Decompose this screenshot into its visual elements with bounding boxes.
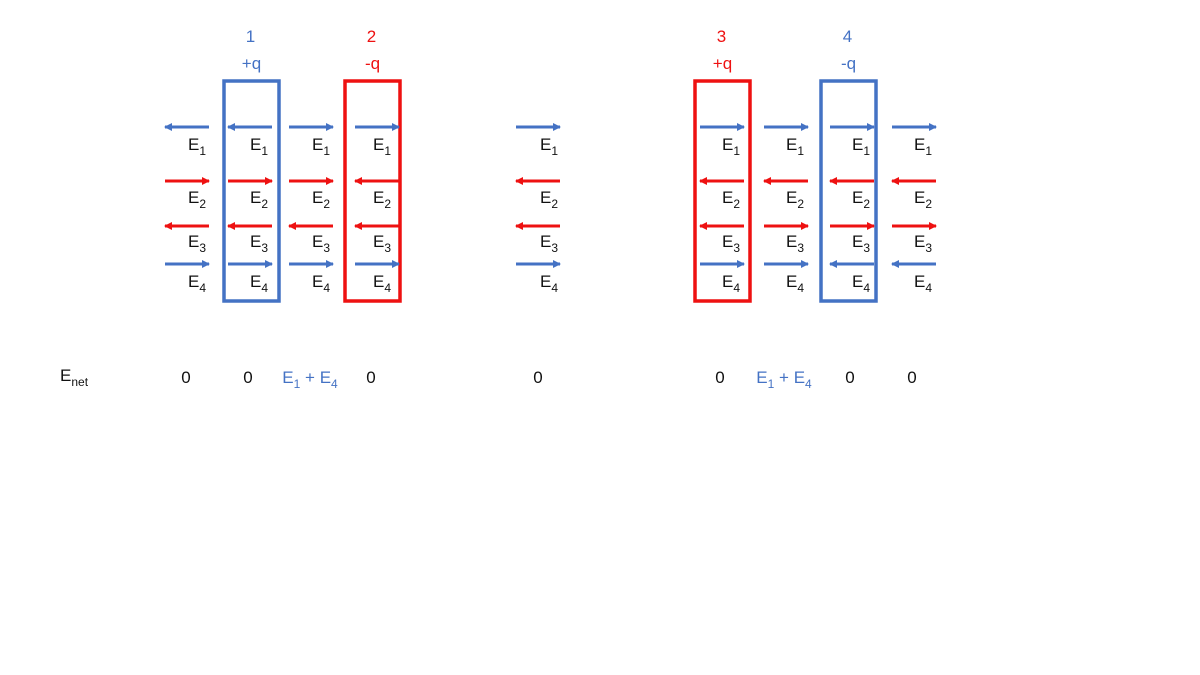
label-region3-e3: E3 bbox=[312, 232, 330, 255]
label-region1-e4: E4 bbox=[188, 272, 206, 295]
label-region8-e3: E3 bbox=[852, 232, 870, 255]
plate-1-rect bbox=[222, 79, 281, 303]
label-region4-e4: E4 bbox=[373, 272, 391, 295]
label-region8-e2: E2 bbox=[852, 188, 870, 211]
label-region3-e1: E1 bbox=[312, 135, 330, 158]
label-region7-e1: E1 bbox=[786, 135, 804, 158]
plate-3: 3 +q bbox=[693, 27, 752, 303]
plate-1-charge: +q bbox=[242, 54, 261, 73]
label-region1-e1: E1 bbox=[188, 135, 206, 158]
plate-3-charge: +q bbox=[713, 54, 732, 73]
net-value-region7: E1 + E4 bbox=[756, 368, 812, 391]
label-region1-e3: E3 bbox=[188, 232, 206, 255]
net-value-region6: 0 bbox=[715, 368, 724, 387]
label-region7-e4: E4 bbox=[786, 272, 804, 295]
field-arrows bbox=[164, 123, 937, 268]
label-region4-e1: E1 bbox=[373, 135, 391, 158]
label-region9-e2: E2 bbox=[914, 188, 932, 211]
plates: 1 +q 2 -q 3 +q 4 -q bbox=[222, 27, 878, 303]
net-value-region2: 0 bbox=[243, 368, 252, 387]
label-region6-e4: E4 bbox=[722, 272, 740, 295]
plate-1: 1 +q bbox=[222, 27, 281, 303]
net-value-region3: E1 + E4 bbox=[282, 368, 338, 391]
plate-2-charge: -q bbox=[365, 54, 380, 73]
label-region4-e2: E2 bbox=[373, 188, 391, 211]
plate-4: 4 -q bbox=[819, 27, 878, 303]
label-region8-e1: E1 bbox=[852, 135, 870, 158]
plate-3-number: 3 bbox=[717, 27, 726, 46]
label-region9-e3: E3 bbox=[914, 232, 932, 255]
plate-4-rect bbox=[819, 79, 878, 303]
net-value-region1: 0 bbox=[181, 368, 190, 387]
label-region5-e4: E4 bbox=[540, 272, 558, 295]
net-row-label: Enet bbox=[60, 366, 89, 389]
net-value-region9: 0 bbox=[907, 368, 916, 387]
plate-2: 2 -q bbox=[343, 27, 402, 303]
label-region7-e2: E2 bbox=[786, 188, 804, 211]
label-region1-e2: E2 bbox=[188, 188, 206, 211]
label-region2-e1: E1 bbox=[250, 135, 268, 158]
net-value-region8: 0 bbox=[845, 368, 854, 387]
label-region5-e2: E2 bbox=[540, 188, 558, 211]
label-region5-e1: E1 bbox=[540, 135, 558, 158]
net-value-region5: 0 bbox=[533, 368, 542, 387]
label-region6-e2: E2 bbox=[722, 188, 740, 211]
net-field-row: Enet 0 0 E1 + E4 0 0 0 E1 + E4 0 0 bbox=[60, 366, 917, 391]
plate-3-rect bbox=[693, 79, 752, 303]
label-region2-e4: E4 bbox=[250, 272, 268, 295]
plate-4-number: 4 bbox=[843, 27, 852, 46]
label-region4-e3: E3 bbox=[373, 232, 391, 255]
label-region2-e2: E2 bbox=[250, 188, 268, 211]
label-region9-e4: E4 bbox=[914, 272, 932, 295]
plate-2-number: 2 bbox=[367, 27, 376, 46]
label-region6-e3: E3 bbox=[722, 232, 740, 255]
label-region7-e3: E3 bbox=[786, 232, 804, 255]
plate-4-charge: -q bbox=[841, 54, 856, 73]
plate-1-number: 1 bbox=[246, 27, 255, 46]
label-region2-e3: E3 bbox=[250, 232, 268, 255]
label-region6-e1: E1 bbox=[722, 135, 740, 158]
label-region8-e4: E4 bbox=[852, 272, 870, 295]
net-value-region4: 0 bbox=[366, 368, 375, 387]
label-region5-e3: E3 bbox=[540, 232, 558, 255]
label-region3-e4: E4 bbox=[312, 272, 330, 295]
label-region9-e1: E1 bbox=[914, 135, 932, 158]
label-region3-e2: E2 bbox=[312, 188, 330, 211]
plate-2-rect bbox=[343, 79, 402, 303]
